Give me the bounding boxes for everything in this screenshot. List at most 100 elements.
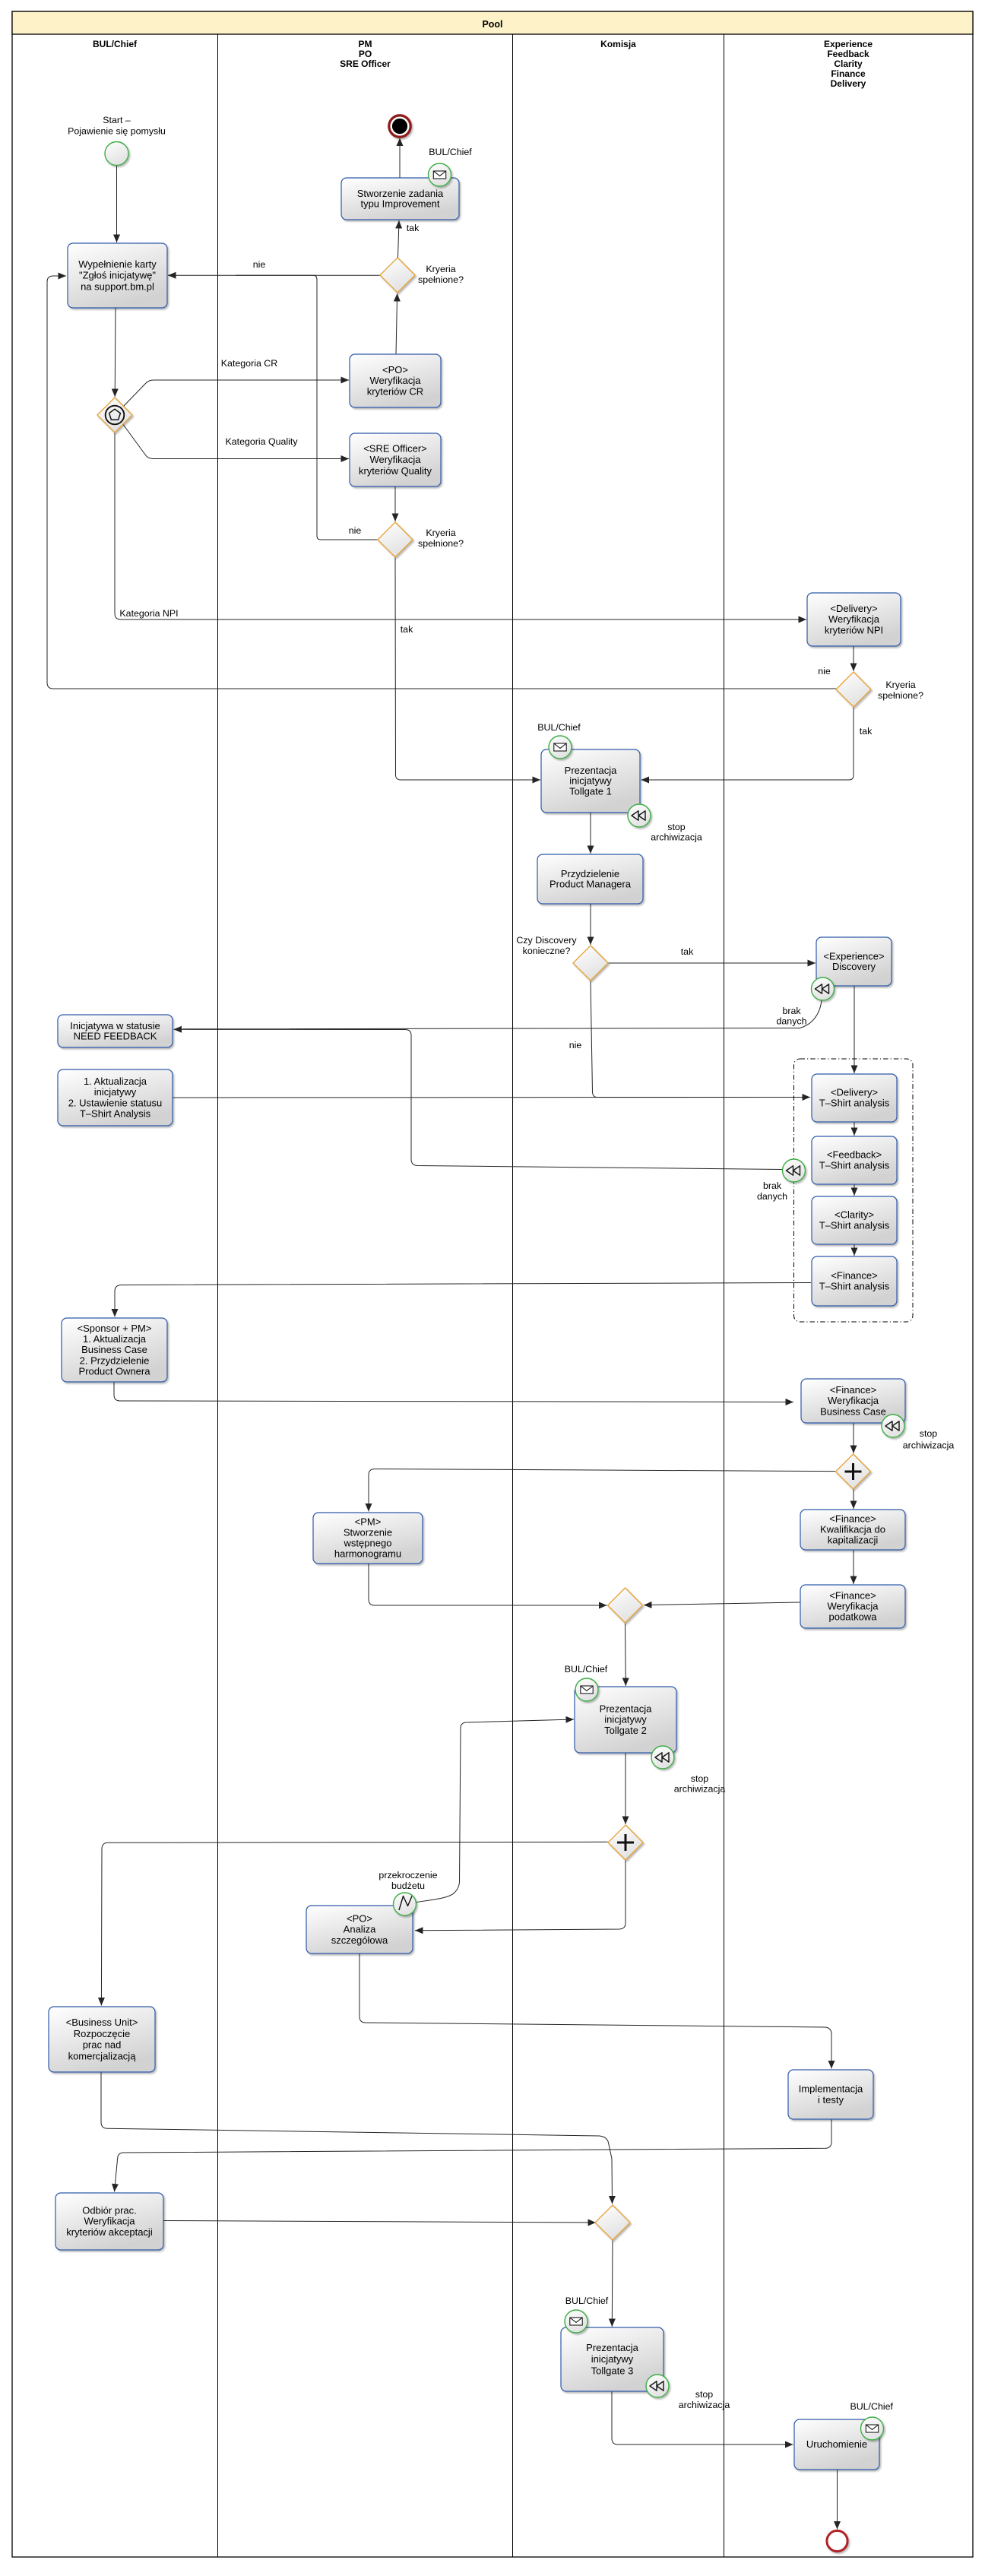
svg-text:Weryfikacja: Weryfikacja bbox=[828, 1601, 879, 1612]
svg-text:Implementacja: Implementacja bbox=[799, 2083, 863, 2095]
svg-text:<Finance>: <Finance> bbox=[829, 1590, 876, 1602]
svg-text:Wypełnienie karty: Wypełnienie karty bbox=[78, 258, 157, 270]
svg-text:Experience: Experience bbox=[824, 39, 873, 49]
svg-text:2. Przydzielenie: 2. Przydzielenie bbox=[80, 1355, 150, 1366]
svg-text:kryteriów Quality: kryteriów Quality bbox=[359, 465, 432, 477]
svg-text:kapitalizacji: kapitalizacji bbox=[828, 1535, 879, 1546]
svg-text:2. Ustawienie statusu: 2. Ustawienie statusu bbox=[68, 1097, 163, 1108]
svg-text:inicjatywy: inicjatywy bbox=[591, 2353, 634, 2365]
svg-text:Start –: Start – bbox=[103, 115, 131, 125]
svg-text:T–Shirt analysis: T–Shirt analysis bbox=[819, 1281, 890, 1292]
svg-text:Kategoria NPI: Kategoria NPI bbox=[119, 608, 178, 619]
svg-text:<Finance>: <Finance> bbox=[831, 1270, 877, 1282]
svg-text:wstępnego: wstępnego bbox=[344, 1538, 392, 1549]
svg-text:Uruchomienie: Uruchomienie bbox=[806, 2438, 867, 2450]
svg-text:T–Shirt analysis: T–Shirt analysis bbox=[819, 1160, 890, 1171]
svg-text:<Feedback>: <Feedback> bbox=[827, 1149, 882, 1161]
svg-text:<Clarity>: <Clarity> bbox=[835, 1209, 874, 1221]
svg-text:Kryeria: Kryeria bbox=[426, 528, 455, 538]
svg-text:nie: nie bbox=[569, 1040, 582, 1050]
svg-text:stop: stop bbox=[667, 822, 686, 832]
svg-text:Prezentacja: Prezentacja bbox=[565, 765, 617, 776]
svg-text:inicjatywy: inicjatywy bbox=[94, 1086, 137, 1098]
svg-text:Weryfikacja: Weryfikacja bbox=[828, 1395, 879, 1406]
svg-text:spełnione?: spełnione? bbox=[418, 274, 464, 285]
svg-text:Tollgate 3: Tollgate 3 bbox=[591, 2365, 634, 2376]
svg-text:tak: tak bbox=[401, 624, 413, 635]
svg-text:brak: brak bbox=[763, 1180, 782, 1191]
svg-text:Pool: Pool bbox=[482, 19, 502, 30]
svg-text:Prezentacja: Prezentacja bbox=[600, 1703, 652, 1714]
svg-text:Kwalifikacja do: Kwalifikacja do bbox=[820, 1524, 885, 1535]
svg-text:Kategoria CR: Kategoria CR bbox=[221, 358, 277, 369]
svg-text:BUL/Chief: BUL/Chief bbox=[537, 722, 581, 733]
svg-text:PO: PO bbox=[359, 49, 372, 59]
svg-text:SRE Officer: SRE Officer bbox=[340, 59, 391, 69]
svg-text:budżetu: budżetu bbox=[391, 1881, 425, 1891]
svg-text:stop: stop bbox=[691, 1773, 709, 1784]
svg-text:Feedback: Feedback bbox=[827, 49, 869, 59]
svg-text:stop: stop bbox=[695, 2389, 714, 2400]
svg-text:danych: danych bbox=[757, 1191, 787, 1202]
svg-text:komercjalizacją: komercjalizacją bbox=[68, 2050, 137, 2061]
svg-text:Inicjatywa w statusie: Inicjatywa w statusie bbox=[70, 1020, 160, 1031]
svg-text:archiwizacja: archiwizacja bbox=[903, 1440, 955, 1451]
svg-text:BUL/Chief: BUL/Chief bbox=[850, 2401, 893, 2412]
svg-text:brak: brak bbox=[782, 1006, 801, 1016]
svg-text:1. Aktualizacja: 1. Aktualizacja bbox=[84, 1076, 147, 1087]
svg-text:Weryfikacja: Weryfikacja bbox=[84, 2216, 136, 2227]
svg-text:tak: tak bbox=[681, 946, 694, 957]
svg-text:T–Shirt analysis: T–Shirt analysis bbox=[819, 1098, 890, 1109]
svg-text:prac nad: prac nad bbox=[83, 2039, 122, 2051]
svg-text:Komisja: Komisja bbox=[600, 39, 636, 49]
svg-text:<Experience>: <Experience> bbox=[823, 950, 884, 962]
svg-text:Weryfikacja: Weryfikacja bbox=[370, 375, 422, 386]
svg-text:Product Managera: Product Managera bbox=[550, 879, 632, 890]
svg-text:kryteriów akceptacji: kryteriów akceptacji bbox=[66, 2226, 153, 2238]
svg-text:<Finance>: <Finance> bbox=[830, 1384, 876, 1396]
svg-text:BUL/Chief: BUL/Chief bbox=[93, 39, 138, 49]
svg-text:przekroczenie: przekroczenie bbox=[378, 1870, 437, 1881]
svg-text:NEED FEEDBACK: NEED FEEDBACK bbox=[74, 1031, 157, 1042]
svg-text:szczegółowa: szczegółowa bbox=[331, 1934, 388, 1946]
svg-text:BUL/Chief: BUL/Chief bbox=[565, 1664, 608, 1675]
svg-text:spełnione?: spełnione? bbox=[418, 538, 464, 549]
svg-text:Tollgate 2: Tollgate 2 bbox=[604, 1725, 647, 1736]
svg-text:<Sponsor + PM>: <Sponsor + PM> bbox=[78, 1323, 152, 1334]
svg-text:inicjatywy: inicjatywy bbox=[604, 1714, 647, 1725]
svg-text:<PM>: <PM> bbox=[355, 1516, 382, 1528]
svg-text:<PO>: <PO> bbox=[382, 364, 408, 375]
svg-text:Analiza: Analiza bbox=[344, 1924, 376, 1935]
svg-text:Weryfikacja: Weryfikacja bbox=[828, 613, 880, 625]
svg-text:kryteriów NPI: kryteriów NPI bbox=[825, 624, 883, 635]
svg-text:T–Shirt analysis: T–Shirt analysis bbox=[819, 1220, 890, 1231]
svg-text:Business Case: Business Case bbox=[81, 1344, 147, 1355]
svg-text:archiwizacja: archiwizacja bbox=[651, 832, 702, 843]
svg-text:danych: danych bbox=[777, 1016, 807, 1027]
svg-text:stop: stop bbox=[920, 1428, 938, 1439]
svg-text:archiwizacja: archiwizacja bbox=[674, 1784, 726, 1795]
svg-text:Prezentacja: Prezentacja bbox=[586, 2342, 638, 2353]
svg-text:typu Improvement: typu Improvement bbox=[360, 198, 439, 210]
svg-text:tak: tak bbox=[860, 726, 873, 737]
svg-text:Odbiór prac.: Odbiór prac. bbox=[82, 2205, 137, 2216]
svg-text:archiwizacja: archiwizacja bbox=[679, 2400, 730, 2410]
svg-text:<Delivery>: <Delivery> bbox=[831, 1087, 878, 1098]
svg-text:harmonogramu: harmonogramu bbox=[334, 1548, 401, 1560]
svg-text:Stworzenie: Stworzenie bbox=[344, 1527, 392, 1538]
svg-text:"Zgłoś inicjatywę": "Zgłoś inicjatywę" bbox=[79, 270, 156, 281]
svg-text:PM: PM bbox=[359, 39, 372, 49]
svg-text:Przydzielenie: Przydzielenie bbox=[561, 868, 619, 879]
svg-text:nie: nie bbox=[818, 666, 831, 676]
svg-text:konieczne?: konieczne? bbox=[523, 946, 571, 956]
svg-text:nie: nie bbox=[349, 525, 362, 536]
svg-text:i testy: i testy bbox=[818, 2094, 844, 2105]
svg-text:Clarity: Clarity bbox=[834, 59, 863, 69]
svg-text:Product Ownera: Product Ownera bbox=[79, 1365, 151, 1377]
svg-text:Czy Discovery: Czy Discovery bbox=[516, 935, 577, 946]
svg-text:<PO>: <PO> bbox=[347, 1912, 372, 1924]
svg-text:1. Aktualizacja: 1. Aktualizacja bbox=[83, 1333, 147, 1345]
svg-text:BUL/Chief: BUL/Chief bbox=[565, 2296, 609, 2306]
svg-text:Delivery: Delivery bbox=[831, 78, 866, 89]
svg-text:spełnione?: spełnione? bbox=[878, 690, 923, 701]
